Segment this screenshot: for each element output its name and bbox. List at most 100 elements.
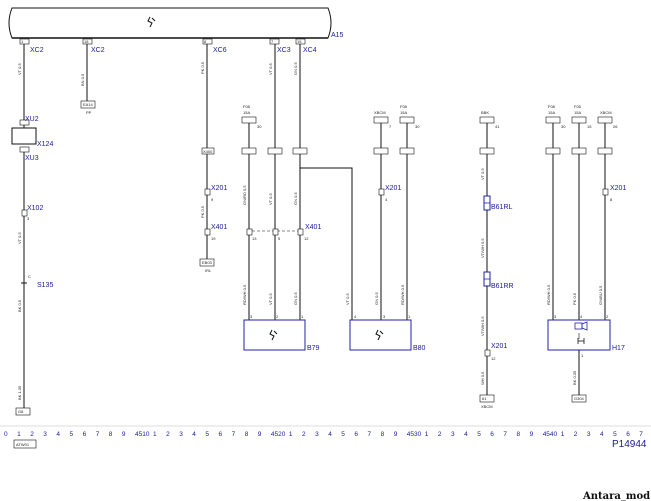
svg-text:VT 0.5: VT 0.5	[268, 193, 273, 205]
scale-digit: 9	[258, 431, 262, 438]
scale-digit: 3	[43, 431, 47, 438]
svg-text:15A: 15A	[574, 110, 581, 115]
svg-text:30: 30	[561, 124, 566, 129]
svg-text:PP: PP	[86, 110, 92, 115]
svg-text:X400: X400	[203, 149, 213, 154]
svg-text:41: 41	[495, 124, 500, 129]
svg-text:XU2: XU2	[25, 116, 39, 123]
svg-text:3: 3	[554, 314, 557, 319]
scale-digit: 8	[517, 431, 521, 438]
svg-text:GN 0.5: GN 0.5	[293, 292, 298, 305]
svg-text:7: 7	[271, 39, 274, 44]
h17-label: H17	[612, 345, 625, 352]
scale-digit: 3	[587, 431, 591, 438]
svg-text:61: 61	[482, 396, 487, 401]
svg-text:2: 2	[276, 314, 279, 319]
svg-text:WH 0.5: WH 0.5	[480, 371, 485, 385]
svg-text:XC2: XC2	[91, 47, 105, 54]
svg-text:VT/WH 0.5: VT/WH 0.5	[480, 238, 485, 258]
b79-component	[243, 319, 306, 351]
b80-component	[349, 319, 412, 351]
scale-digit: 4	[328, 431, 332, 438]
scale-digit: 4	[464, 431, 468, 438]
b61-group: BBK 41 VT 0.5 B61RL VT/WH 0.5 B61RR VT/W…	[479, 110, 514, 409]
svg-text:X401: X401	[211, 224, 227, 231]
svg-text:RD/WH 0.5: RD/WH 0.5	[400, 284, 405, 305]
svg-text:VT/WH 0.5: VT/WH 0.5	[480, 316, 485, 336]
svg-text:F08: F08	[400, 104, 408, 109]
svg-text:PK 0.5: PK 0.5	[572, 292, 577, 305]
scale-digit: 8	[381, 431, 385, 438]
s135-label: S135	[37, 282, 53, 289]
a15-pin-xc2-18: 18 XC2	[82, 38, 105, 54]
scale-digit: 7	[639, 431, 643, 438]
page-reference: P14944	[612, 439, 647, 450]
svg-text:VT 0.5: VT 0.5	[17, 232, 22, 244]
svg-text:30: 30	[415, 124, 420, 129]
svg-text:15: 15	[587, 124, 592, 129]
svg-text:15A: 15A	[243, 110, 250, 115]
scale-digit: 9	[122, 431, 126, 438]
module-symbol-icon	[147, 16, 156, 28]
svg-text:12: 12	[304, 236, 309, 241]
svg-text:XBCM: XBCM	[374, 110, 386, 115]
atw01-tag: ATW01	[16, 442, 30, 447]
svg-text:F05: F05	[574, 104, 582, 109]
svg-text:19: 19	[211, 236, 216, 241]
scale-digit: 8	[245, 431, 249, 438]
svg-text:GN 0.5: GN 0.5	[374, 292, 379, 305]
scale-digit: 7	[232, 431, 236, 438]
svg-text:VT 0.5: VT 0.5	[480, 168, 485, 180]
b80-group: XBCM 7 F08 15A 30 X201 4 VT 0.5 GN 0.5 R…	[345, 104, 426, 352]
b79-group: PK 0.5 X400 X201 9 PK 0.5 X401 19 EB03 I…	[199, 44, 353, 352]
svg-text:C: C	[28, 274, 31, 279]
svg-text:F08: F08	[243, 104, 251, 109]
scale-digit: 2	[438, 431, 442, 438]
a15-label: A15	[331, 32, 344, 39]
svg-text:X201: X201	[610, 185, 626, 192]
scale-digit: 6	[83, 431, 87, 438]
a15-module: A15	[8, 7, 344, 39]
scale-digit: 6	[354, 431, 358, 438]
svg-text:12: 12	[491, 356, 496, 361]
svg-text:XBCM: XBCM	[600, 110, 612, 115]
ground-g8-label: G8	[18, 409, 24, 414]
svg-text:2: 2	[606, 314, 609, 319]
sensor-symbol-icon	[269, 329, 278, 341]
svg-text:18: 18	[84, 39, 89, 44]
scale-digit: 5	[341, 431, 345, 438]
svg-text:X401: X401	[305, 224, 321, 231]
s135-splice-icon	[21, 279, 27, 291]
scale-digit: 4510	[135, 431, 150, 438]
left-ground-path: VT 0.5 XU2 X124 XU3 X102 3 VT 0.5 C S135…	[11, 44, 53, 416]
scale-digit: 6	[219, 431, 223, 438]
svg-text:15A: 15A	[548, 110, 555, 115]
svg-text:3: 3	[383, 314, 386, 319]
scale-digit: 5	[70, 431, 74, 438]
svg-text:EB03: EB03	[202, 260, 213, 265]
scale-digit: 8	[109, 431, 113, 438]
svg-text:F08: F08	[548, 104, 556, 109]
scale-digit: 1	[425, 431, 429, 438]
a15-pin-xc4-15: 15 XC4	[295, 38, 317, 54]
svg-text:30: 30	[257, 124, 262, 129]
svg-text:EA14: EA14	[83, 102, 94, 107]
svg-text:15: 15	[297, 39, 302, 44]
svg-text:VT 0.5: VT 0.5	[268, 63, 273, 75]
svg-text:BK 0.5: BK 0.5	[17, 299, 22, 312]
svg-text:8: 8	[204, 39, 207, 44]
b61rl-label: B61RL	[491, 204, 513, 211]
sensor-symbol-icon	[375, 329, 384, 341]
scale-digit: 4520	[271, 431, 286, 438]
svg-text:RD/WH 0.5: RD/WH 0.5	[242, 284, 247, 305]
scale-digit: 7	[368, 431, 372, 438]
svg-text:GN 0.5: GN 0.5	[293, 62, 298, 75]
scale-digit: 2	[30, 431, 34, 438]
svg-text:XU3: XU3	[25, 155, 39, 162]
svg-text:15A: 15A	[400, 110, 407, 115]
b80-label: B80	[413, 345, 426, 352]
svg-text:XC4: XC4	[303, 47, 317, 54]
